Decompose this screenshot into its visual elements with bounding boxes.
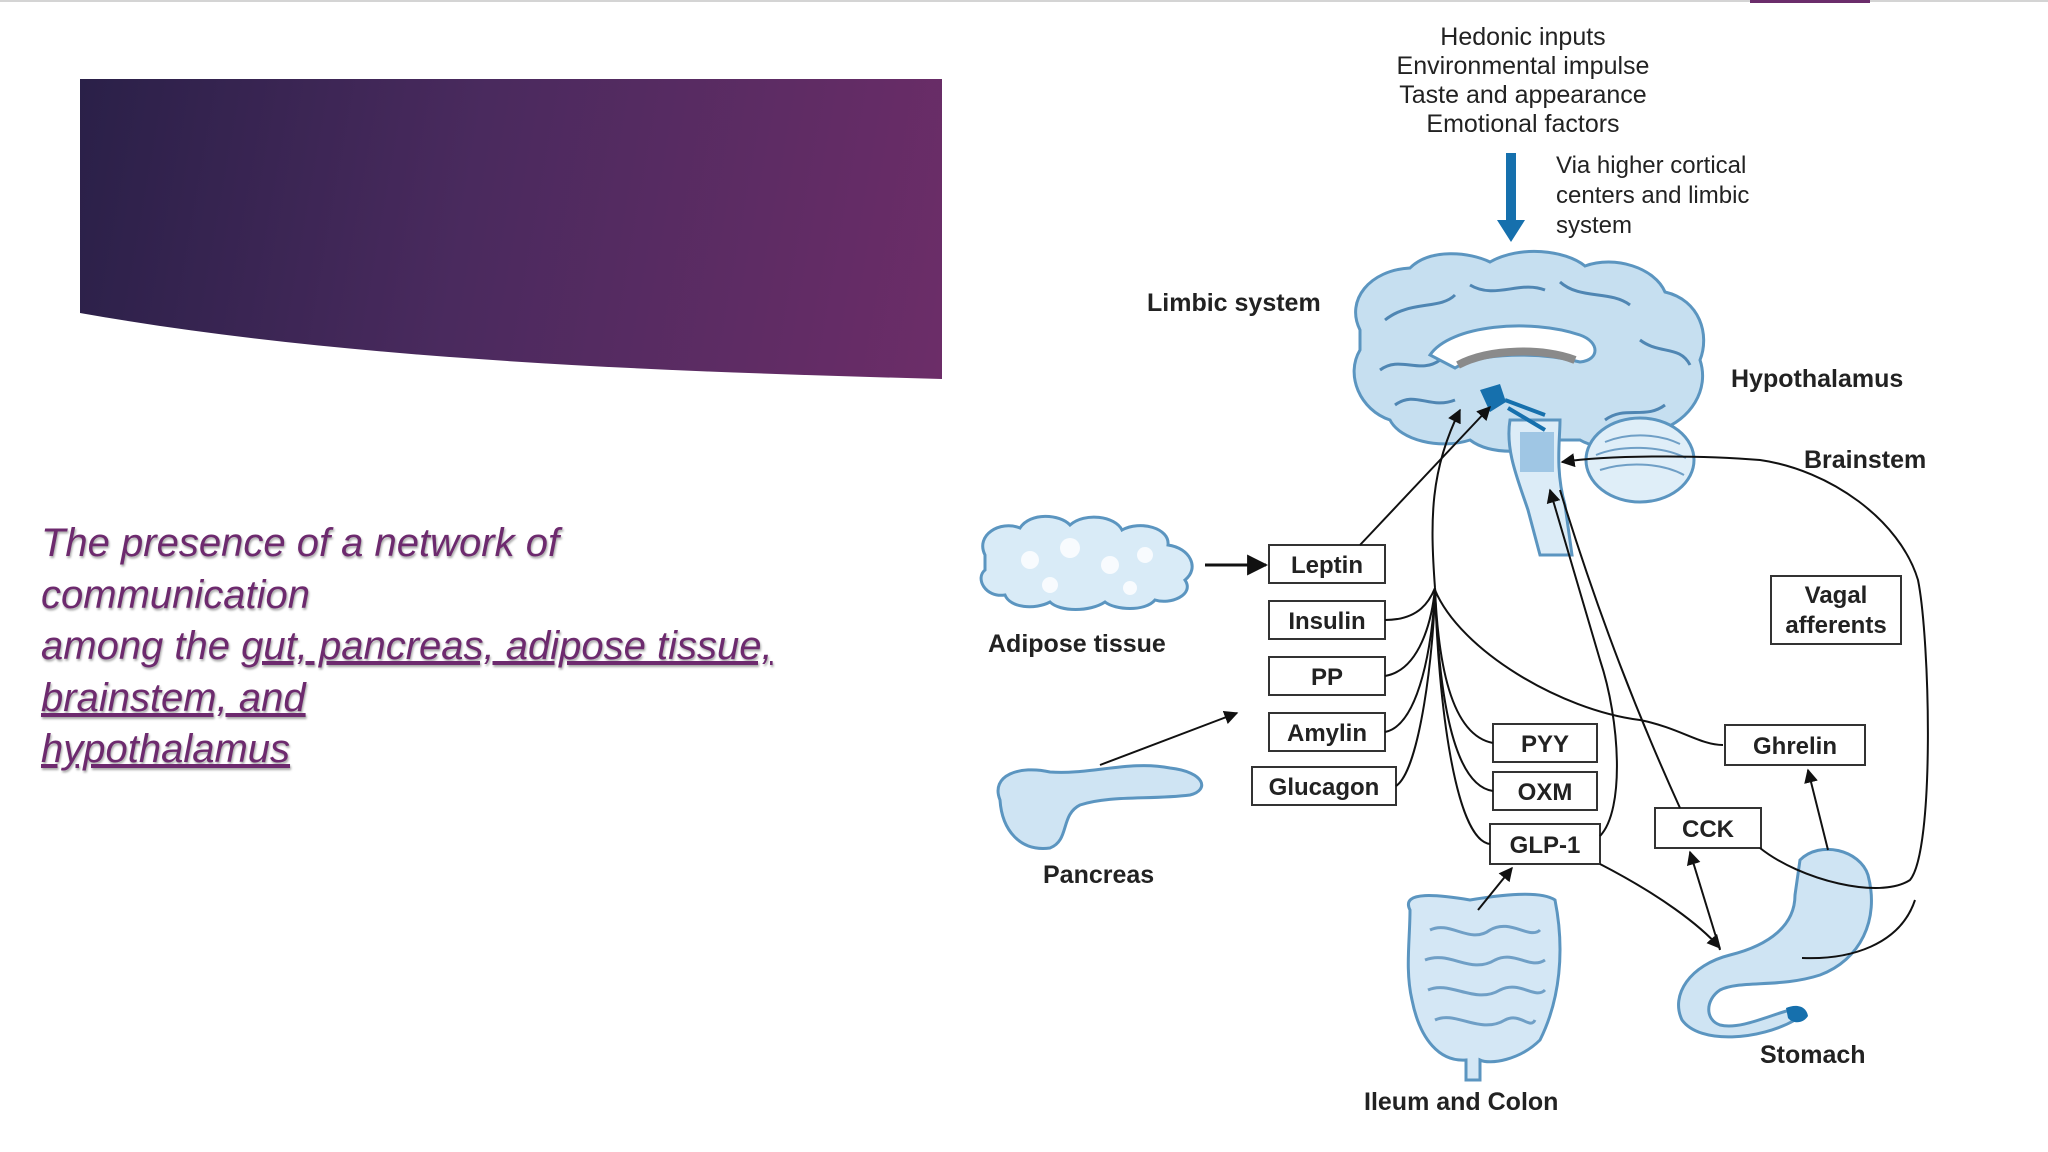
insulin-box: Insulin bbox=[1268, 600, 1386, 640]
pyy-box: PYY bbox=[1492, 723, 1598, 763]
vagal-afferent-loop bbox=[1560, 453, 1929, 889]
leptin-to-hypothalamus-arrow bbox=[1359, 405, 1491, 546]
glp1-label: GLP-1 bbox=[1510, 832, 1581, 859]
hypothalamus-label: Hypothalamus bbox=[1731, 365, 1903, 393]
vagal-line-2: afferents bbox=[1785, 612, 1886, 639]
ghrelin-box: Ghrelin bbox=[1724, 724, 1866, 766]
glucagon-label: Glucagon bbox=[1269, 774, 1380, 801]
glp1-to-stomach-arrow bbox=[1599, 863, 1721, 950]
glp1-box: GLP-1 bbox=[1489, 823, 1601, 865]
adipose-tissue-illustration bbox=[979, 514, 1194, 611]
cortical-line-2: centers and limbic bbox=[1556, 182, 1749, 209]
stomach-to-cck-arrow bbox=[1686, 850, 1721, 951]
leptin-box: Leptin bbox=[1268, 544, 1386, 584]
pp-label: PP bbox=[1311, 664, 1343, 691]
hedonic-line-1: Hedonic inputs bbox=[1440, 23, 1605, 51]
slide-top-accent bbox=[1750, 0, 1870, 3]
oxm-box: OXM bbox=[1492, 771, 1598, 811]
trunk-to-ghrelin-line bbox=[1434, 589, 1724, 746]
stomach-illustration bbox=[1677, 847, 1873, 1039]
connector-lines bbox=[1099, 405, 1929, 960]
body-line-3-plain: among the bbox=[41, 624, 242, 668]
adipose-tissue-label: Adipose tissue bbox=[988, 630, 1166, 658]
pyy-label: PYY bbox=[1521, 731, 1569, 758]
vagal-afferents-box: Vagal afferents bbox=[1770, 575, 1902, 645]
amylin-label: Amylin bbox=[1287, 720, 1367, 747]
hedonic-inputs-list: Hedonic inputs Environmental impulse Tas… bbox=[1397, 23, 1650, 138]
vagal-line-1: Vagal bbox=[1805, 582, 1868, 609]
slide-body-text: The presence of a network of communicati… bbox=[41, 518, 901, 776]
body-line-3: among the gut, pancreas, adipose tissue, bbox=[41, 621, 901, 673]
ileum-colon-label: Ileum and Colon bbox=[1364, 1088, 1558, 1116]
ileum-colon-illustration bbox=[1406, 892, 1562, 1082]
hedonic-line-4: Emotional factors bbox=[1426, 110, 1619, 138]
hedonic-line-2: Environmental impulse bbox=[1397, 52, 1650, 80]
ileum-to-glp1-arrow bbox=[1477, 866, 1513, 911]
body-line-1: The presence of a network of bbox=[41, 521, 560, 565]
stomach-to-vagal-line bbox=[1801, 899, 1916, 960]
hedonic-down-arrow bbox=[1497, 153, 1525, 242]
organs-list-2: brainstem, and bbox=[41, 675, 306, 720]
cortical-line-1: Via higher cortical bbox=[1556, 152, 1746, 179]
body-line-2: communication bbox=[41, 572, 311, 617]
stomach-label: Stomach bbox=[1760, 1041, 1866, 1069]
brainstem-label: Brainstem bbox=[1804, 446, 1926, 474]
amylin-box: Amylin bbox=[1268, 712, 1386, 752]
organs-list-3: hypothalamus bbox=[41, 727, 291, 771]
insulin-label: Insulin bbox=[1288, 608, 1365, 635]
oxm-label: OXM bbox=[1518, 779, 1573, 806]
cck-box: CCK bbox=[1654, 807, 1762, 849]
cortical-line-3: system bbox=[1556, 212, 1632, 239]
pancreas-label: Pancreas bbox=[1043, 861, 1154, 889]
cck-label: CCK bbox=[1682, 816, 1735, 843]
organs-list-1: gut, pancreas, adipose tissue, bbox=[241, 624, 773, 668]
glucagon-box: Glucagon bbox=[1251, 766, 1397, 806]
limbic-system-label: Limbic system bbox=[1147, 289, 1321, 317]
stomach-to-ghrelin-arrow bbox=[1804, 768, 1829, 851]
ghrelin-label: Ghrelin bbox=[1753, 733, 1837, 760]
pancreas-illustration bbox=[996, 764, 1203, 850]
glp1-to-brainstem-arrow bbox=[1546, 488, 1618, 837]
hormones-to-hypothalamus-arrow bbox=[1431, 408, 1461, 589]
leptin-label: Leptin bbox=[1291, 552, 1363, 579]
slide-top-border bbox=[0, 0, 2048, 2]
title-banner bbox=[80, 79, 942, 379]
brain-illustration bbox=[1352, 249, 1706, 557]
cck-to-brainstem-line bbox=[1559, 489, 1681, 809]
hedonic-line-3: Taste and appearance bbox=[1399, 81, 1646, 109]
pancreas-arrow bbox=[1099, 710, 1239, 766]
pp-box: PP bbox=[1268, 656, 1386, 696]
cortical-note: Via higher cortical centers and limbic s… bbox=[1556, 152, 1749, 239]
